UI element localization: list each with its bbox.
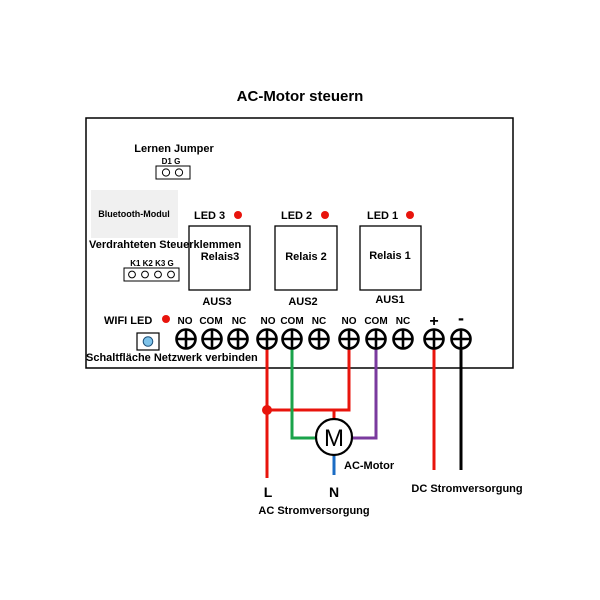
screw-terminal-relay-2-nc bbox=[308, 328, 330, 350]
relay-3-terminal-com: COM bbox=[199, 316, 222, 327]
wire-motor-green bbox=[290, 340, 316, 440]
dc-minus-label: - bbox=[458, 308, 464, 328]
relay-1-terminal-com: COM bbox=[364, 316, 387, 327]
screw-terminal-relay-3-com bbox=[201, 328, 223, 350]
jumper-pins-label: D1 G bbox=[162, 157, 181, 166]
screw-terminals bbox=[175, 328, 472, 350]
wifi-led bbox=[162, 315, 170, 323]
screw-terminal-relay-1-nc bbox=[392, 328, 414, 350]
bluetooth-label: Bluetooth-Modul bbox=[98, 209, 169, 219]
dc-plus-label: + bbox=[429, 313, 438, 330]
relay-2-led bbox=[321, 211, 329, 219]
dc-supply-label: DC Stromversorgung bbox=[411, 483, 522, 495]
ac-neutral-label: N bbox=[329, 484, 339, 500]
network-connect-label: Schaltfläche Netzwerk verbinden bbox=[86, 352, 258, 364]
relay-1: LED 1 Relais 1 AUS1 bbox=[359, 210, 422, 306]
screw-terminal-relay-1-no bbox=[338, 328, 360, 350]
relay-1-led bbox=[406, 211, 414, 219]
wire-motor-purple bbox=[352, 340, 378, 440]
relay-1-terminal-nc: NC bbox=[396, 316, 410, 327]
screw-terminal-relay-3-no bbox=[175, 328, 197, 350]
relay-3-box bbox=[188, 225, 251, 291]
relay-1-terminal-no: NO bbox=[342, 316, 357, 327]
relay-1-name: Relais 1 bbox=[369, 250, 411, 262]
jumper-title: Lernen Jumper bbox=[134, 143, 214, 155]
relay-2: LED 2 Relais 2 AUS2 bbox=[274, 210, 338, 308]
relay-3-led bbox=[234, 211, 242, 219]
relay-3-output: AUS3 bbox=[202, 296, 231, 308]
relay-2-terminal-nc: NC bbox=[312, 316, 326, 327]
screw-terminal-relay-2-com bbox=[281, 328, 303, 350]
relay-2-terminal-no: NO bbox=[261, 316, 276, 327]
diagram-title: AC-Motor steuern bbox=[237, 88, 364, 105]
relay-2-led-label: LED 2 bbox=[281, 210, 312, 222]
screw-terminal-relay-3-nc bbox=[227, 328, 249, 350]
screw-terminal-relay-2-no bbox=[256, 328, 278, 350]
relay-2-box bbox=[274, 225, 338, 291]
relay-2-name: Relais 2 bbox=[285, 251, 327, 263]
wifi-led-label: WIFI LED bbox=[104, 315, 152, 327]
motor-label: AC-Motor bbox=[344, 460, 395, 472]
ac-motor: M bbox=[314, 417, 354, 457]
screw-terminal-dc-plus bbox=[423, 328, 445, 350]
screw-terminal-relay-1-com bbox=[365, 328, 387, 350]
bluetooth-module bbox=[91, 190, 178, 238]
jumper-pins bbox=[155, 165, 191, 180]
screw-terminal-dc-minus bbox=[450, 328, 472, 350]
relay-1-box bbox=[359, 225, 422, 291]
wired-terminals-title: Verdrahteten Steuerklemmen bbox=[89, 239, 242, 251]
relay-3-led-label: LED 3 bbox=[194, 210, 225, 222]
motor-symbol: M bbox=[324, 425, 344, 452]
relay-2-terminal-com: COM bbox=[280, 316, 303, 327]
ac-live-label: L bbox=[264, 484, 273, 500]
ac-supply-label: AC Stromversorgung bbox=[258, 505, 369, 517]
relay-3: LED 3 Relais3 AUS3 bbox=[188, 210, 251, 308]
wired-terminals-pins-label: K1 K2 K3 G bbox=[130, 259, 174, 268]
relay-3-terminal-nc: NC bbox=[232, 316, 246, 327]
relay-1-led-label: LED 1 bbox=[367, 210, 398, 222]
relay-1-output: AUS1 bbox=[375, 294, 404, 306]
wire-junction bbox=[262, 405, 272, 415]
network-connect-button[interactable] bbox=[136, 332, 160, 351]
relay-3-terminal-no: NO bbox=[178, 316, 193, 327]
relay-3-name: Relais3 bbox=[201, 251, 240, 263]
wired-terminal-pins bbox=[123, 267, 180, 282]
relay-2-output: AUS2 bbox=[288, 296, 317, 308]
